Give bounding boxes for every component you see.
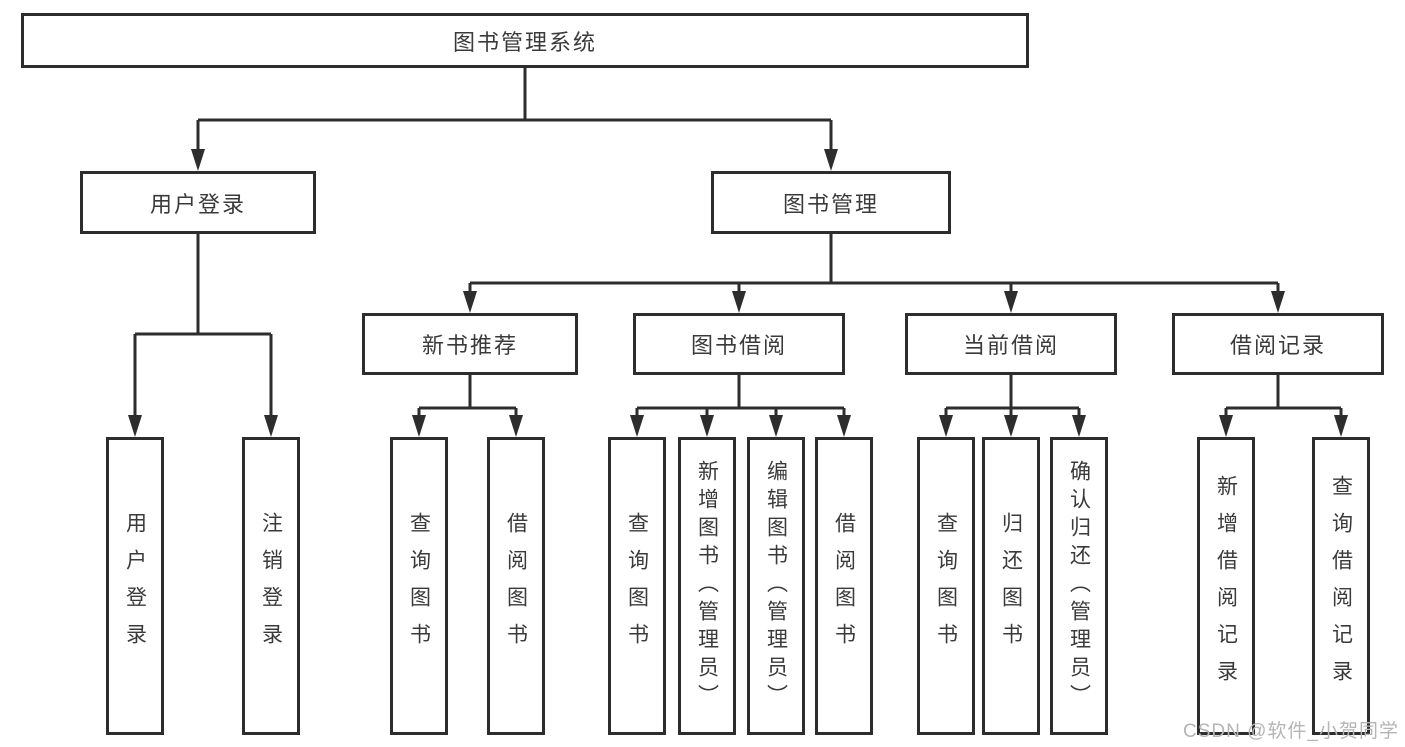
leaf-add-borrow-record-label: 新增借阅记录 <box>1214 475 1238 697</box>
leaf-query-borrow-record-label: 查询借阅记录 <box>1329 475 1353 697</box>
leaf-user-login: 用户登录 <box>106 437 164 735</box>
leaf-return-books-label: 归还图书 <box>999 512 1023 660</box>
node-book-borrow: 图书借阅 <box>633 313 845 375</box>
node-borrow-records: 借阅记录 <box>1172 313 1384 375</box>
arrow-down-icon <box>463 291 477 313</box>
arrow-down-icon <box>191 149 205 171</box>
connector-user-login <box>128 234 278 437</box>
leaf-edit-book-admin: 编辑图书（管理员） <box>747 437 805 735</box>
connector-new-books <box>412 375 523 437</box>
leaf-query-books-1-label: 查询图书 <box>407 512 431 660</box>
leaf-borrow-books-2: 借阅图书 <box>815 437 873 735</box>
leaf-confirm-return-admin: 确认归还（管理员） <box>1050 437 1108 735</box>
leaf-borrow-books-2-label: 借阅图书 <box>832 512 856 660</box>
leaf-add-book-admin: 新增图书（管理员） <box>678 437 736 735</box>
node-borrow-records-label: 借阅记录 <box>1229 333 1326 358</box>
node-book-management: 图书管理 <box>711 171 951 234</box>
arrow-down-icon <box>1004 291 1018 313</box>
arrow-down-icon <box>700 415 714 437</box>
arrow-down-icon <box>412 415 426 437</box>
connector-root <box>191 68 838 171</box>
leaf-return-books: 归还图书 <box>982 437 1040 735</box>
node-current-borrow: 当前借阅 <box>905 313 1117 375</box>
node-new-book-recommend-label: 新书推荐 <box>421 333 518 358</box>
leaf-borrow-books-1-label: 借阅图书 <box>504 512 528 660</box>
leaf-query-books-2-label: 查询图书 <box>625 512 649 660</box>
arrow-down-icon <box>128 415 142 437</box>
leaf-query-books-1: 查询图书 <box>390 437 448 735</box>
leaf-add-borrow-record: 新增借阅记录 <box>1197 437 1255 735</box>
arrow-down-icon <box>1334 415 1348 437</box>
arrow-down-icon <box>824 149 838 171</box>
arrow-down-icon <box>769 415 783 437</box>
node-book-management-label: 图书管理 <box>782 191 879 217</box>
connector-book-management <box>463 234 1285 313</box>
node-root: 图书管理系统 <box>21 13 1029 68</box>
arrow-down-icon <box>630 415 644 437</box>
arrow-down-icon <box>939 415 953 437</box>
leaf-logout: 注销登录 <box>242 437 300 735</box>
leaf-query-books-3-label: 查询图书 <box>934 512 958 660</box>
leaf-logout-label: 注销登录 <box>259 512 283 660</box>
node-new-book-recommend: 新书推荐 <box>362 313 578 375</box>
leaf-query-borrow-record: 查询借阅记录 <box>1312 437 1370 735</box>
leaf-query-books-2: 查询图书 <box>608 437 666 735</box>
leaf-add-book-admin-label: 新增图书（管理员） <box>695 460 719 712</box>
arrow-down-icon <box>264 415 278 437</box>
watermark: CSDN @软件_小贺同学 <box>1183 721 1399 742</box>
node-user-login: 用户登录 <box>80 171 316 234</box>
arrow-down-icon <box>837 415 851 437</box>
leaf-query-books-3: 查询图书 <box>917 437 975 735</box>
node-user-login-label: 用户登录 <box>149 191 246 217</box>
leaf-edit-book-admin-label: 编辑图书（管理员） <box>764 460 788 712</box>
node-current-borrow-label: 当前借阅 <box>962 333 1059 358</box>
arrow-down-icon <box>1072 415 1086 437</box>
arrow-down-icon <box>1219 415 1233 437</box>
connector-borrow-records <box>1219 375 1348 437</box>
connector-current-borrow <box>939 375 1086 437</box>
arrow-down-icon <box>509 415 523 437</box>
leaf-user-login-label: 用户登录 <box>123 512 147 660</box>
connector-book-borrow <box>630 375 851 437</box>
arrow-down-icon <box>1004 415 1018 437</box>
arrow-down-icon <box>732 291 746 313</box>
node-book-borrow-label: 图书借阅 <box>690 333 787 358</box>
arrow-down-icon <box>1271 291 1285 313</box>
leaf-confirm-return-admin-label: 确认归还（管理员） <box>1067 460 1091 712</box>
node-root-label: 图书管理系统 <box>452 29 597 55</box>
leaf-borrow-books-1: 借阅图书 <box>487 437 545 735</box>
